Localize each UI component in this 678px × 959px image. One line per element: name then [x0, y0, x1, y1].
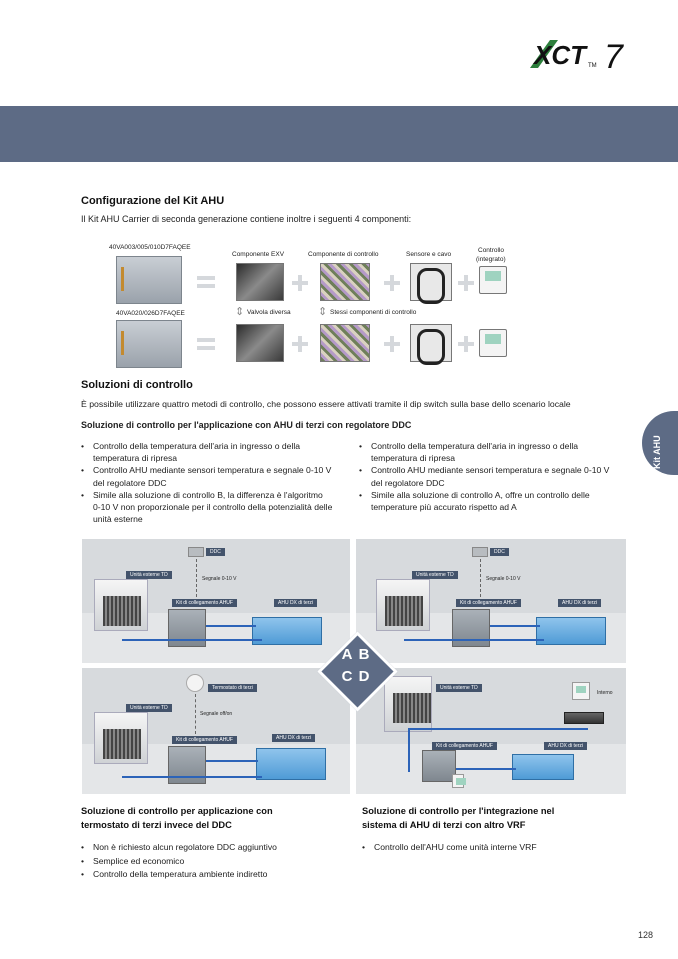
- signal-label: Segnale off/on: [200, 711, 232, 717]
- svg-text:TM: TM: [588, 63, 597, 69]
- right-bullet-list: Controllo della temperatura dell'aria in…: [359, 440, 629, 513]
- plus-icon: [292, 336, 308, 352]
- ahu-label: AHU DX di terzi: [274, 599, 317, 607]
- solution-d-title: Soluzione di controllo per l'integrazion…: [362, 804, 554, 832]
- exv-component-image: [236, 324, 284, 362]
- kit-label: Kit di collegamento AHUF: [456, 599, 521, 607]
- list-item: Controllo della temperatura ambiente ind…: [81, 868, 341, 882]
- updown-arrow-icon: ⇕: [235, 305, 244, 318]
- plus-icon: [384, 336, 400, 352]
- equals-icon: [197, 337, 215, 351]
- ahu-image: [512, 754, 574, 780]
- ddc-icon: [472, 547, 488, 557]
- equals-icon: [197, 275, 215, 289]
- plus-icon: [458, 336, 474, 352]
- ddc-label: DDC: [206, 548, 225, 556]
- ahu-image: [536, 617, 606, 645]
- side-tab-kit-ahu: Kit AHU: [642, 411, 678, 475]
- model-top-label: 40VA003/005/010D7FAQEE: [109, 244, 191, 251]
- kit-box-image: [422, 750, 456, 782]
- kit-box-image: [168, 746, 206, 784]
- ahu-label: AHU DX di terzi: [544, 742, 587, 750]
- list-item: Controllo AHU mediante sensori temperatu…: [81, 464, 351, 488]
- comp-sensor-label: Sensore e cavo: [406, 251, 451, 258]
- signal-label: Segnale 0-10 V: [486, 576, 520, 582]
- svg-text:7: 7: [604, 38, 624, 74]
- list-item: Controllo AHU mediante sensori temperatu…: [359, 464, 629, 488]
- letter-d: D: [354, 668, 374, 685]
- indoor-unit-image: [564, 712, 604, 724]
- signal-label: Segnale 0-10 V: [202, 576, 236, 582]
- sensor-cable-image: [410, 324, 452, 362]
- controller-small-image: [452, 774, 464, 788]
- list-item: Semplice ed economico: [81, 855, 341, 869]
- ddc-icon: [188, 547, 204, 557]
- sensor-cable-image: [410, 263, 452, 301]
- exv-component-image: [236, 263, 284, 301]
- list-item: Simile alla soluzione di controllo B, la…: [81, 489, 351, 526]
- kit-unit-bottom-image: [116, 320, 182, 368]
- thermostat-label: Termostato di terzi: [208, 684, 257, 692]
- kit-box-image: [452, 609, 490, 647]
- plus-icon: [458, 275, 474, 291]
- ddc-label: DDC: [490, 548, 509, 556]
- updown-arrow-icon: ⇕: [318, 305, 327, 318]
- outdoor-unit-image: [376, 579, 430, 631]
- control-solutions-intro: È possibile utilizzare quattro metodi di…: [81, 399, 571, 409]
- outdoor-label: Unità esterne TD: [126, 571, 172, 579]
- control-board-image: [320, 263, 370, 301]
- xct7-logo: XCT TM 7: [528, 34, 638, 74]
- list-item: Simile alla soluzione di controllo A, of…: [359, 489, 629, 513]
- kit-label: Kit di collegamento AHUF: [172, 736, 237, 744]
- plus-icon: [384, 275, 400, 291]
- list-item: Controllo della temperatura dell'aria in…: [81, 440, 351, 464]
- wired-controller-image: [479, 266, 507, 294]
- kit-unit-top-image: [116, 256, 182, 304]
- outdoor-label: Unità esterne TD: [436, 684, 482, 692]
- header-banner: [0, 106, 678, 162]
- ahu-image: [256, 748, 326, 780]
- list-item: Non è richiesto alcun regolatore DDC agg…: [81, 841, 341, 855]
- list-item: Controllo della temperatura dell'aria in…: [359, 440, 629, 464]
- model-bottom-label: 40VA020/026D7FAQEE: [116, 310, 185, 317]
- ddc-solution-subtitle: Soluzione di controllo per l'applicazion…: [81, 420, 411, 430]
- indoor-label: Interno: [597, 690, 613, 696]
- control-board-image: [320, 324, 370, 362]
- outdoor-label: Unità esterne TD: [126, 704, 172, 712]
- solution-d-bullets: Controllo dell'AHU come unità interne VR…: [362, 841, 622, 855]
- diagram-panel-a: DDC Unità esterne TD Segnale 0-10 V Kit …: [82, 539, 350, 663]
- logo-text: XCT: [532, 40, 588, 70]
- outdoor-label: Unità esterne TD: [412, 571, 458, 579]
- kit-label: Kit di collegamento AHUF: [432, 742, 497, 750]
- letter-b: B: [354, 646, 374, 663]
- solution-c-bullets: Non è richiesto alcun regolatore DDC agg…: [81, 841, 341, 882]
- outdoor-unit-image: [94, 579, 148, 631]
- diagram-panel-c: Termostato di terzi Unità esterne TD Seg…: [82, 668, 350, 794]
- outdoor-unit-image: [94, 712, 148, 764]
- kit-box-image: [168, 609, 206, 647]
- plus-icon: [292, 275, 308, 291]
- ahu-label: AHU DX di terzi: [272, 734, 315, 742]
- control-solutions-title: Soluzioni di controllo: [81, 379, 193, 391]
- solution-c-title: Soluzione di controllo per applicazione …: [81, 804, 273, 832]
- list-item: Controllo dell'AHU come unità interne VR…: [362, 841, 622, 855]
- kit-config-title: Configurazione del Kit AHU: [81, 195, 224, 207]
- kit-label: Kit di collegamento AHUF: [172, 599, 237, 607]
- ahu-image: [252, 617, 322, 645]
- page-number: 128: [638, 930, 653, 940]
- note-valve: Valvola diversa: [247, 309, 291, 316]
- left-bullet-list: Controllo della temperatura dell'aria in…: [81, 440, 351, 525]
- ahu-label: AHU DX di terzi: [558, 599, 601, 607]
- thermostat-icon: [186, 674, 204, 692]
- comp-controller-label-2: (integrato): [476, 256, 506, 263]
- comp-control-label: Componente di controllo: [308, 251, 378, 258]
- vrf-controller-image: [572, 682, 590, 700]
- kit-config-intro: Il Kit AHU Carrier di seconda generazion…: [81, 214, 411, 224]
- abcd-diamond: A B C D: [318, 632, 398, 712]
- wired-controller-image: [479, 329, 507, 357]
- side-tab-label: Kit AHU: [652, 435, 662, 469]
- note-same: Stessi componenti di controllo: [330, 309, 416, 316]
- comp-exv-label: Componente EXV: [232, 251, 284, 258]
- comp-controller-label-1: Controllo: [478, 247, 504, 254]
